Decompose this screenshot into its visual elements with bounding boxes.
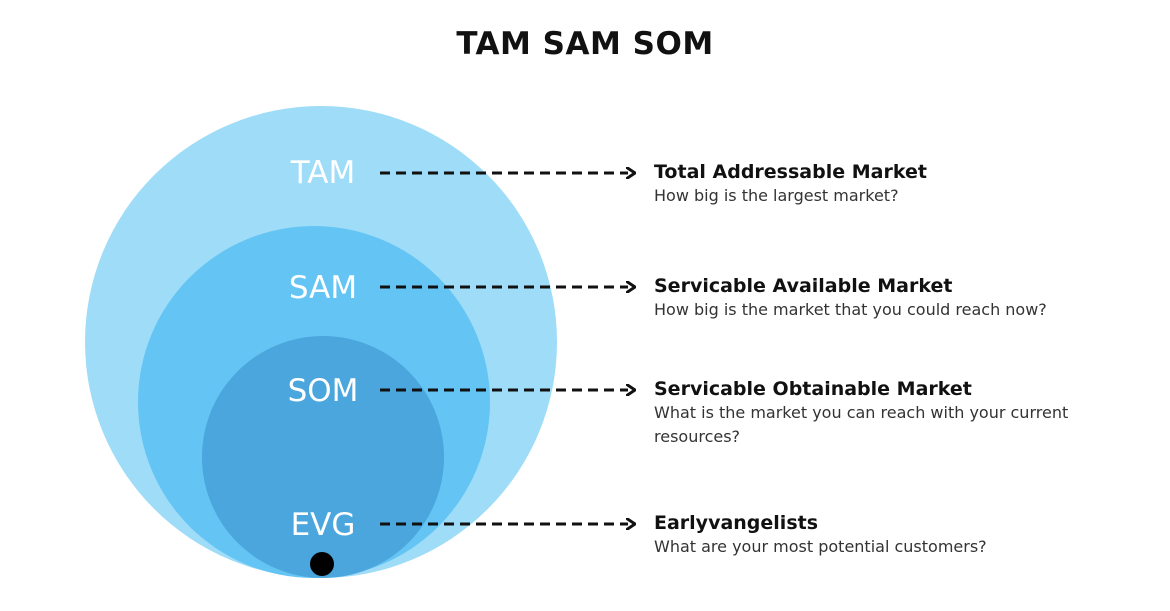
evg-label: EVG (291, 507, 356, 543)
evg-title: Earlyvangelists (654, 512, 819, 534)
sam-title: Servicable Available Market (654, 275, 953, 297)
sam-description-block: Servicable Available Market How big is t… (654, 274, 1154, 322)
tam-description-block: Total Addressable Market How big is the … (654, 160, 1154, 208)
som-label: SOM (288, 373, 359, 409)
tam-label: TAM (290, 155, 355, 191)
som-title: Servicable Obtainable Market (654, 378, 972, 400)
diagram-title: TAM SAM SOM (456, 26, 714, 62)
som-description-block: Servicable Obtainable Market What is the… (654, 377, 1134, 449)
evg-description-block: Earlyvangelists What are your most poten… (654, 511, 1154, 559)
evg-description: What are your most potential customers? (654, 537, 987, 556)
evg-dot (310, 552, 334, 576)
sam-description: How big is the market that you could rea… (654, 300, 1047, 319)
sam-label: SAM (289, 270, 357, 306)
tam-title: Total Addressable Market (654, 161, 927, 183)
som-description: What is the market you can reach with yo… (654, 403, 1069, 446)
som-circle (202, 336, 444, 578)
tam-description: How big is the largest market? (654, 186, 899, 205)
